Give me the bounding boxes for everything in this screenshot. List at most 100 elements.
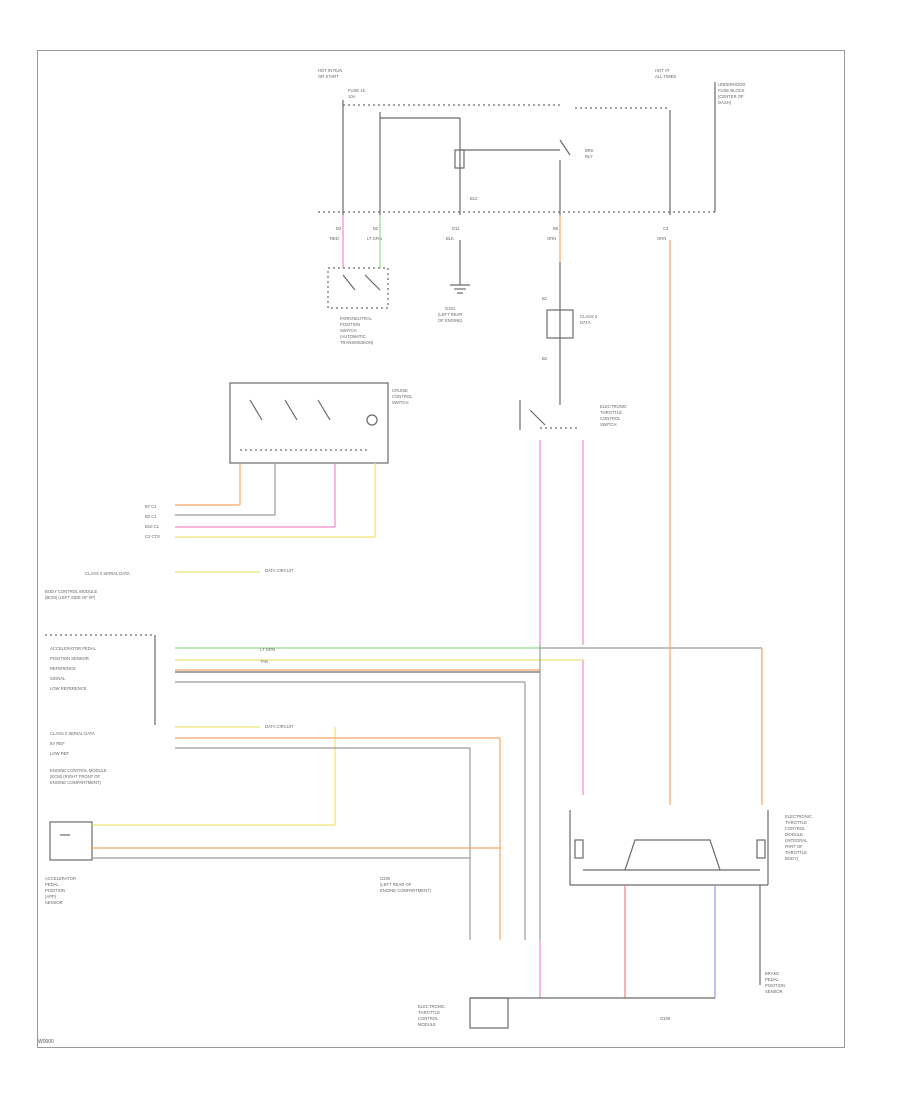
svg-text:ELECTRONIC: ELECTRONIC (418, 1004, 445, 1009)
svg-text:CONTROL: CONTROL (785, 826, 806, 831)
pedal-position-sensor: ACCELERATOR PEDAL POSITION (APP) SENSOR … (45, 821, 500, 905)
svg-text:G301: G301 (445, 306, 456, 311)
svg-text:(ECM) (RIGHT FRONT OF: (ECM) (RIGHT FRONT OF (50, 774, 101, 779)
svg-text:CONTROL: CONTROL (600, 416, 621, 421)
brake-switch: ELECTRONIC THROTTLE CONTROL SWITCH (519, 400, 627, 645)
svg-text:B2 C1: B2 C1 (145, 514, 157, 519)
svg-text:BODY CONTROL MODULE: BODY CONTROL MODULE (45, 589, 98, 594)
svg-text:CLASS 2: CLASS 2 (580, 314, 598, 319)
svg-text:ACCELERATOR: ACCELERATOR (45, 876, 76, 881)
svg-text:ORN: ORN (547, 236, 556, 241)
svg-text:ALL TIMES: ALL TIMES (655, 74, 676, 79)
svg-text:TAN: TAN (260, 659, 268, 664)
svg-text:SWITCH: SWITCH (340, 328, 357, 333)
ground-symbol: G301 (LEFT REAR OF ENGINE) (438, 240, 470, 323)
svg-text:CRUISE: CRUISE (392, 388, 408, 393)
svg-text:C3: C3 (663, 226, 669, 231)
svg-text:FUSE 15: FUSE 15 (348, 88, 366, 93)
svg-text:BLK: BLK (446, 236, 454, 241)
cruise-switch-outputs: B7 C1 B2 C1 B10 C1 C2 CTS CLASS 2 SERIAL… (45, 463, 376, 600)
relay-box: CLASS 2 DATA B1 B2 (542, 215, 598, 405)
svg-text:10A: 10A (348, 94, 356, 99)
svg-text:B12: B12 (470, 196, 478, 201)
svg-text:CONTROL: CONTROL (392, 394, 413, 399)
svg-text:LOW REFERENCE: LOW REFERENCE (50, 686, 87, 691)
svg-text:CLASS 2 SERIAL DATA: CLASS 2 SERIAL DATA (85, 571, 130, 576)
svg-text:MODULE: MODULE (785, 832, 803, 837)
svg-text:POSITION: POSITION (340, 322, 360, 327)
svg-text:C2 CTS: C2 CTS (145, 534, 160, 539)
svg-text:B10 C1: B10 C1 (145, 524, 160, 529)
svg-text:TRANSMISSION): TRANSMISSION) (340, 340, 374, 345)
svg-text:SWITCH: SWITCH (392, 400, 409, 405)
svg-text:SWITCH: SWITCH (600, 422, 617, 427)
svg-text:B6: B6 (553, 226, 559, 231)
svg-text:SENSOR: SENSOR (765, 989, 783, 994)
svg-text:SENSOR: SENSOR (45, 900, 63, 905)
bottom-wires: ELECTRONIC THROTTLE CONTROL MODULE G106 … (418, 885, 785, 1029)
svg-text:ENGINE COMPARTMENT): ENGINE COMPARTMENT) (50, 780, 102, 785)
svg-text:LT GRN: LT GRN (260, 647, 275, 652)
park-neutral-switch: PARK/NEUTRAL POSITION SWITCH (AUTOMATIC … (327, 215, 389, 345)
throttle-actuator: ELECTRONIC THROTTLE CONTROL MODULE (INTE… (569, 810, 812, 886)
svg-text:PEDAL: PEDAL (765, 977, 779, 982)
diagram-frame (37, 50, 845, 1048)
svg-text:THROTTLE: THROTTLE (785, 820, 807, 825)
svg-text:(BCM) (LEFT SIDE OF I/P): (BCM) (LEFT SIDE OF I/P) (45, 595, 96, 600)
svg-text:BRK: BRK (585, 148, 594, 153)
svg-text:BODY): BODY) (785, 856, 799, 861)
svg-text:DATA CIRCUIT: DATA CIRCUIT (265, 724, 294, 729)
svg-text:LT GRN: LT GRN (367, 236, 382, 241)
svg-text:5V REF: 5V REF (50, 741, 65, 746)
svg-text:(LEFT REAR OF: (LEFT REAR OF (380, 882, 412, 887)
svg-text:ACCELERATOR PEDAL: ACCELERATOR PEDAL (50, 646, 97, 651)
svg-text:DATA: DATA (580, 320, 591, 325)
svg-text:DASH): DASH) (718, 100, 732, 105)
svg-text:BRAKE: BRAKE (765, 971, 779, 976)
svg-text:(AUTOMATIC: (AUTOMATIC (340, 334, 366, 339)
svg-text:ENGINE COMPARTMENT): ENGINE COMPARTMENT) (380, 888, 432, 893)
svg-text:THROTTLE: THROTTLE (600, 410, 622, 415)
svg-text:D11: D11 (452, 226, 460, 231)
svg-text:MODULE: MODULE (418, 1022, 436, 1027)
svg-text:UNDERHOOD: UNDERHOOD (718, 82, 745, 87)
svg-text:G200: G200 (380, 876, 391, 881)
svg-text:ELECTRONIC: ELECTRONIC (785, 814, 812, 819)
svg-text:SIGNAL: SIGNAL (50, 676, 66, 681)
svg-text:THROTTLE: THROTTLE (785, 850, 807, 855)
svg-text:POSITION: POSITION (45, 888, 65, 893)
svg-text:POSITION: POSITION (765, 983, 785, 988)
ecm-signal-wires: LT GRN TAN DATA CIRCUIT (175, 647, 762, 940)
svg-text:HOT IN RUN: HOT IN RUN (318, 68, 342, 73)
svg-text:POSITION SENSOR: POSITION SENSOR (50, 656, 89, 661)
throttle-supply (539, 240, 763, 940)
svg-text:ORN: ORN (657, 236, 666, 241)
svg-text:PARK/NEUTRAL: PARK/NEUTRAL (340, 316, 372, 321)
top-fuse-block: HOT IN RUN OR START FUSE 15 10A HOT AT A… (318, 68, 745, 215)
svg-text:(LEFT REAR: (LEFT REAR (438, 312, 462, 317)
svg-text:(INTEGRAL: (INTEGRAL (785, 838, 808, 843)
svg-text:FUSE BLOCK: FUSE BLOCK (718, 88, 745, 93)
cruise-control-switch: CRUISE CONTROL SWITCH (229, 382, 413, 464)
svg-text:RLY: RLY (585, 154, 593, 159)
svg-text:OR START: OR START (318, 74, 339, 79)
svg-text:(APP): (APP) (45, 894, 57, 899)
svg-text:THROTTLE: THROTTLE (418, 1010, 440, 1015)
module-block: ACCELERATOR PEDAL POSITION SENSOR REFERE… (45, 634, 156, 785)
svg-text:HOT AT: HOT AT (655, 68, 670, 73)
svg-text:REFERENCE: REFERENCE (50, 666, 76, 671)
svg-text:RED: RED (330, 236, 339, 241)
svg-text:G106: G106 (660, 1016, 671, 1021)
svg-text:B2: B2 (373, 226, 379, 231)
svg-text:CONTROL: CONTROL (418, 1016, 439, 1021)
svg-text:CLASS 2 SERIAL DATA: CLASS 2 SERIAL DATA (50, 731, 95, 736)
svg-text:ENGINE CONTROL MODULE: ENGINE CONTROL MODULE (50, 768, 107, 773)
svg-text:PEDAL: PEDAL (45, 882, 59, 887)
svg-text:OF ENGINE): OF ENGINE) (438, 318, 463, 323)
svg-text:B2: B2 (542, 356, 548, 361)
svg-text:PART OF: PART OF (785, 844, 803, 849)
svg-text:(CENTER OF: (CENTER OF (718, 94, 744, 99)
svg-text:ELECTRONIC: ELECTRONIC (600, 404, 627, 409)
